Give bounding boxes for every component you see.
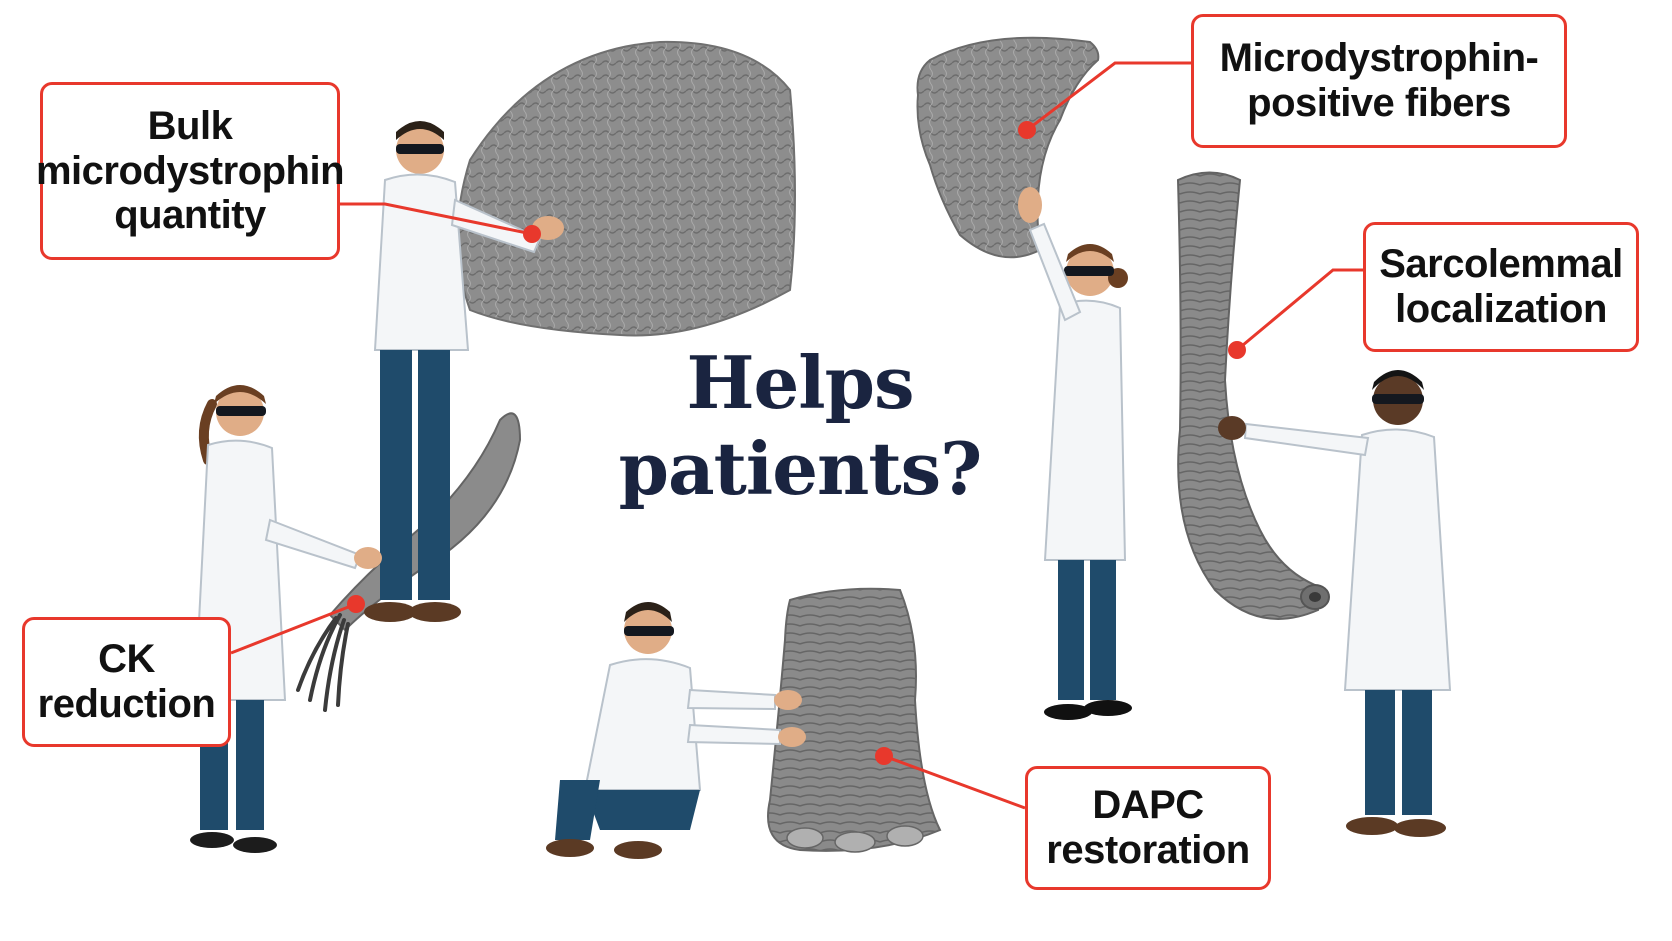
toenail (886, 825, 924, 847)
callout-ck-reduction: CK reduction (22, 617, 231, 747)
callout-sarcolemmal-localization: Sarcolemmal localization (1363, 222, 1639, 352)
question-line-1: Helps (686, 340, 914, 425)
leader-lines (230, 61, 1363, 810)
leader-ck (230, 602, 357, 655)
leader-bulk (338, 202, 533, 236)
callout-line: Sarcolemmal (1379, 242, 1623, 287)
elephant-ear (916, 36, 1100, 259)
callout-line: Microdystrophin- (1219, 36, 1539, 81)
callout-line: DAPC (1092, 783, 1204, 828)
scientist-side (364, 121, 564, 622)
leader-sarcolemmal (1236, 268, 1363, 352)
leader-fibers (1026, 61, 1191, 132)
callout-line: CK (98, 637, 155, 682)
scientist-leg (546, 602, 806, 859)
toenail (834, 831, 876, 853)
callout-bulk-microdystrophin: Bulk microdystrophin quantity (36, 82, 345, 260)
callout-line: reduction (37, 682, 216, 726)
leader-dapc (883, 754, 1026, 810)
leader-dots (347, 121, 1246, 765)
callout-line: microdystrophin (35, 148, 345, 193)
elephant-trunk (1176, 171, 1320, 620)
scientist-trunk (1218, 370, 1452, 837)
callout-line: Bulk (147, 103, 233, 148)
toenail (786, 827, 824, 849)
elephant-leg (767, 587, 942, 852)
central-question: Helps patients? (590, 340, 1010, 513)
scientist-ear (1018, 187, 1132, 720)
elephant-side (456, 40, 796, 337)
tail-tuft (296, 613, 350, 712)
question-line-2: patients? (618, 426, 983, 512)
callout-line: positive fibers (1247, 81, 1511, 125)
callout-microdystrophin-fibers: Microdystrophin- positive fibers (1191, 14, 1567, 148)
callout-line: localization (1395, 287, 1607, 331)
callout-dapc-restoration: DAPC restoration (1025, 766, 1271, 890)
callout-line: restoration (1046, 828, 1250, 872)
callout-line: quantity (114, 193, 266, 238)
